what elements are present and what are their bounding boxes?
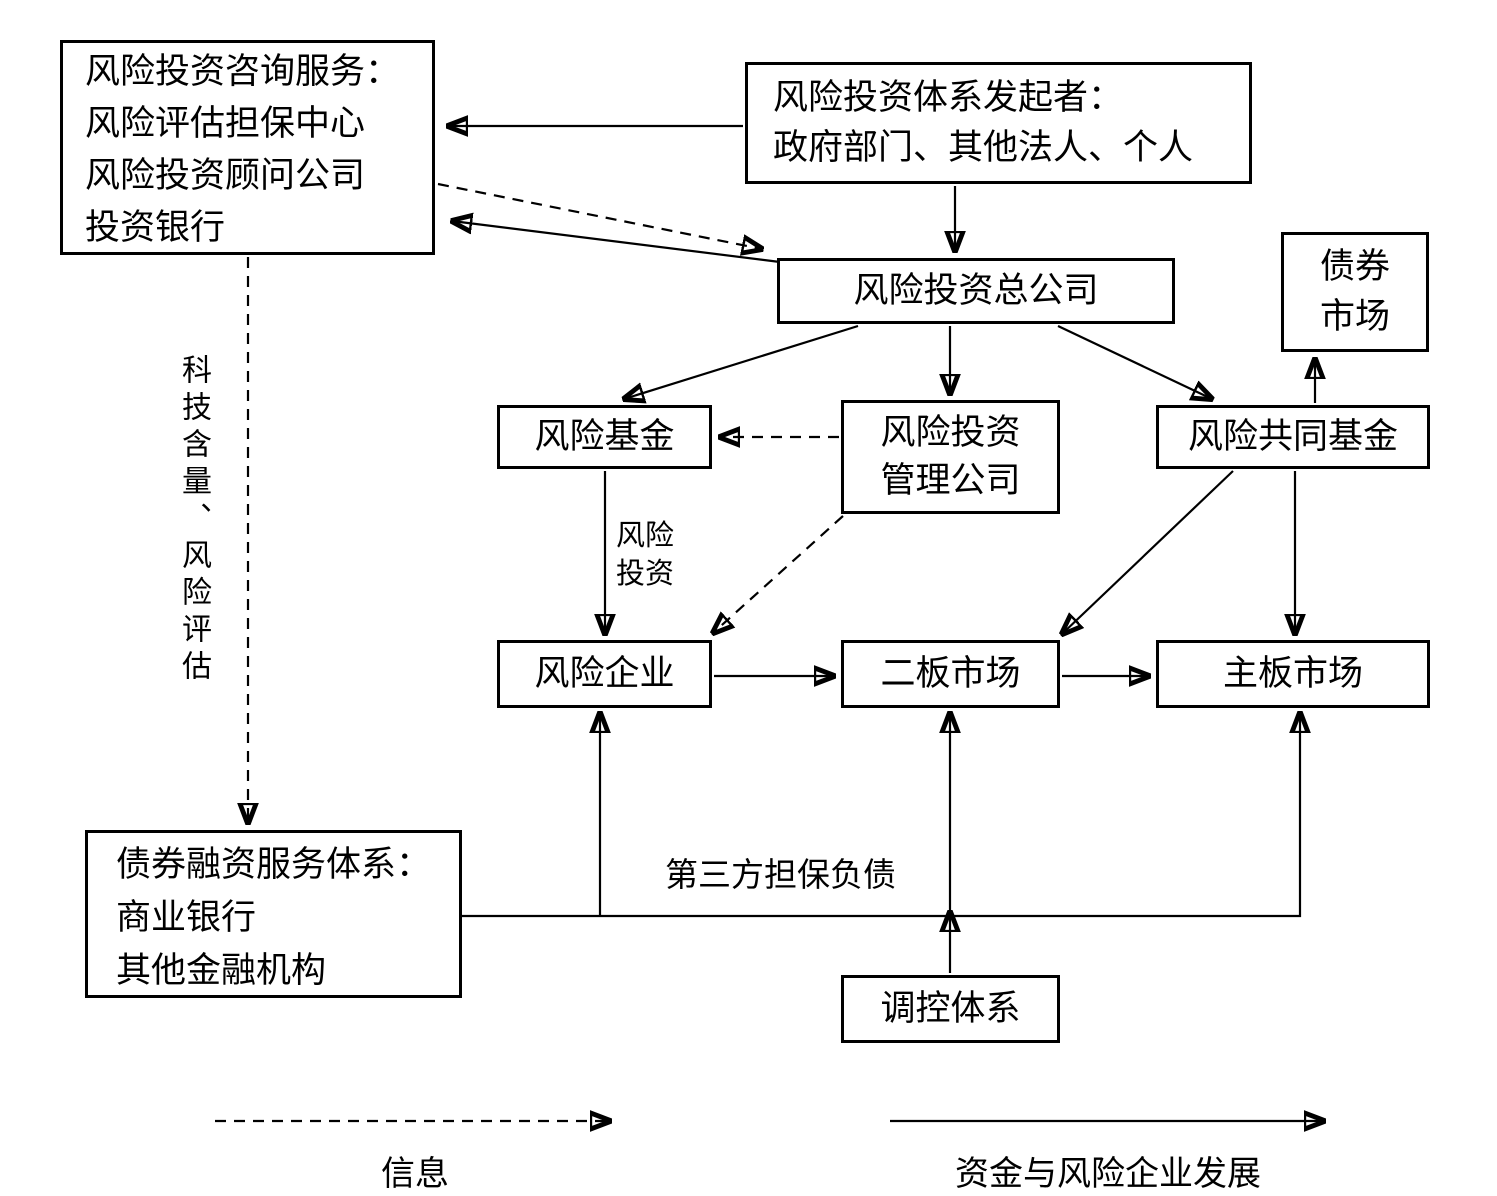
box-bond-financing-line-3: 其他金融机构 [116, 951, 327, 990]
box-management-line-1: 风险投资 [880, 413, 1021, 452]
box-head-company-label: 风险投资总公司 [853, 270, 1099, 310]
legend-solid-label: 资金与风险企业发展 [955, 1156, 1261, 1193]
box-initiator-line-1: 风险投资体系发起者： [773, 78, 1124, 117]
box-consulting-line-3: 风险投资顾问公司 [85, 156, 366, 195]
box-bond-market: 债券 市场 [1281, 232, 1429, 352]
box-head-company: 风险投资总公司 [777, 258, 1175, 324]
arrow-head-company-to-mutual-fund [1057, 325, 1212, 399]
box-venture-fund-label: 风险基金 [534, 416, 675, 456]
box-initiator-line-2: 政府部门、其他法人、个人 [773, 128, 1194, 167]
box-consulting-line-1: 风险投资咨询服务： [85, 52, 401, 91]
edge-label-venture-investment-line-2: 投资 [616, 557, 675, 590]
box-consulting-line-4: 投资银行 [85, 208, 226, 247]
box-venture-enterprise-label: 风险企业 [534, 653, 675, 693]
box-consulting-services: 风险投资咨询服务： 风险评估担保中心 风险投资顾问公司 投资银行 [60, 40, 435, 255]
edge-label-venture-investment-line-1: 风险 [616, 520, 675, 552]
box-main-board-market: 主板市场 [1156, 640, 1430, 708]
edge-label-venture-investment: 风险 投资 [616, 518, 674, 593]
box-mutual-fund-label: 风险共同基金 [1187, 416, 1398, 456]
arrow-head-company-to-venture-fund [624, 324, 859, 399]
box-management-line-2: 管理公司 [880, 461, 1021, 500]
box-bond-financing-system: 债券融资服务体系： 商业银行 其他金融机构 [85, 830, 462, 998]
arrow-head-company-to-consulting [452, 221, 781, 264]
box-regulation-label: 调控体系 [880, 988, 1021, 1028]
arrow-mutual-fund-to-second-board [1062, 470, 1234, 634]
box-second-board-label: 二板市场 [880, 653, 1021, 693]
box-management-company: 风险投资 管理公司 [841, 400, 1060, 514]
legend-dashed-label: 信息 [381, 1156, 449, 1193]
guarantee-line-to-main-board [462, 713, 1300, 918]
edge-label-third-party-guarantee: 第三方担保负债 [665, 858, 896, 894]
box-mutual-fund: 风险共同基金 [1156, 405, 1430, 469]
box-bond-financing-line-2: 商业银行 [116, 898, 257, 937]
box-venture-fund: 风险基金 [497, 405, 712, 469]
box-bond-market-line-2: 市场 [1319, 297, 1390, 336]
box-system-initiator: 风险投资体系发起者： 政府部门、其他法人、个人 [745, 62, 1252, 184]
box-bond-market-line-1: 债券 [1319, 247, 1390, 286]
box-venture-enterprise: 风险企业 [497, 640, 712, 708]
box-consulting-line-2: 风险评估担保中心 [85, 104, 366, 143]
box-main-board-label: 主板市场 [1222, 653, 1363, 693]
dashed-arrow-management-to-enterprise [713, 515, 844, 633]
edge-label-tech-content-risk-eval: 科技含量、风险评估 [177, 354, 210, 687]
box-second-board-market: 二板市场 [841, 640, 1060, 708]
box-regulation-system: 调控体系 [841, 975, 1060, 1043]
box-bond-financing-line-1: 债券融资服务体系： [116, 845, 432, 884]
dashed-arrow-consulting-to-head-company [437, 182, 762, 249]
